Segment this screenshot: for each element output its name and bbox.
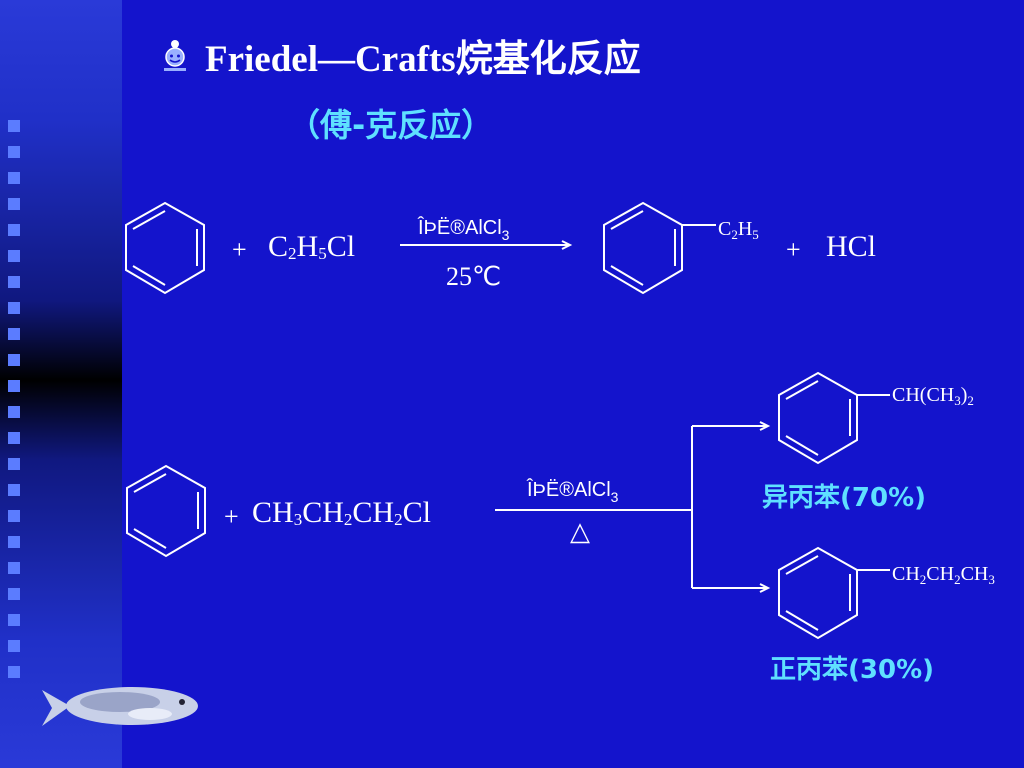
heat-symbol: △ [570, 517, 590, 546]
sidebar-square [8, 432, 20, 444]
propyl-chloride-formula: CH3CH2CH2Cl [252, 496, 431, 529]
propyl-substituent: CH2CH2CH3 [892, 563, 995, 587]
sidebar-square [8, 354, 20, 366]
bullet-icon [164, 40, 186, 71]
propylbenzene-ring [778, 546, 890, 640]
sidebar-square [8, 666, 20, 678]
propylbenzene-label: 正丙苯(30%) [770, 655, 934, 685]
temperature-label: 25℃ [446, 262, 501, 291]
plus-sign: + [786, 235, 801, 264]
decorative-sidebar [0, 0, 122, 768]
sidebar-square [8, 146, 20, 158]
sidebar-square [8, 120, 20, 132]
sidebar-square [8, 276, 20, 288]
catalyst-label: ÎÞË®AlCl3 [526, 478, 619, 505]
catalyst-label: ÎÞË®AlCl3 [417, 216, 510, 243]
sidebar-square [8, 172, 20, 184]
sidebar-square [8, 328, 20, 340]
sidebar-square [8, 536, 20, 548]
sidebar-square [8, 484, 20, 496]
page-subtitle: （傅-克反应） [288, 106, 494, 144]
sidebar-square [8, 224, 20, 236]
plus-sign: + [224, 502, 239, 531]
ethyl-substituent: C2H5 [718, 218, 759, 242]
sidebar-square [8, 406, 20, 418]
sidebar-square [8, 562, 20, 574]
isopropylbenzene-ring [778, 371, 890, 465]
fish-icon [42, 687, 198, 726]
sidebar-square [8, 614, 20, 626]
sidebar-square [8, 458, 20, 470]
benzene-ring [125, 201, 205, 295]
hcl-formula: HCl [826, 230, 876, 263]
sidebar-square [8, 302, 20, 314]
sidebar-square [8, 588, 20, 600]
sidebar-square [8, 640, 20, 652]
sidebar-square [8, 380, 20, 392]
sidebar-square [8, 198, 20, 210]
sidebar-square [8, 510, 20, 522]
benzene-ring [126, 464, 206, 558]
plus-sign: + [232, 235, 247, 264]
page-title: Friedel—Crafts烷基化反应 [205, 39, 641, 80]
ethyl-chloride-formula: C2H5Cl [268, 230, 355, 263]
isopropylbenzene-label: 异丙苯(70%) [762, 483, 926, 513]
sidebar-square [8, 250, 20, 262]
isopropyl-substituent: CH(CH3)2 [892, 384, 974, 408]
branch-arrows [691, 421, 771, 593]
ethylbenzene-ring [603, 201, 716, 295]
